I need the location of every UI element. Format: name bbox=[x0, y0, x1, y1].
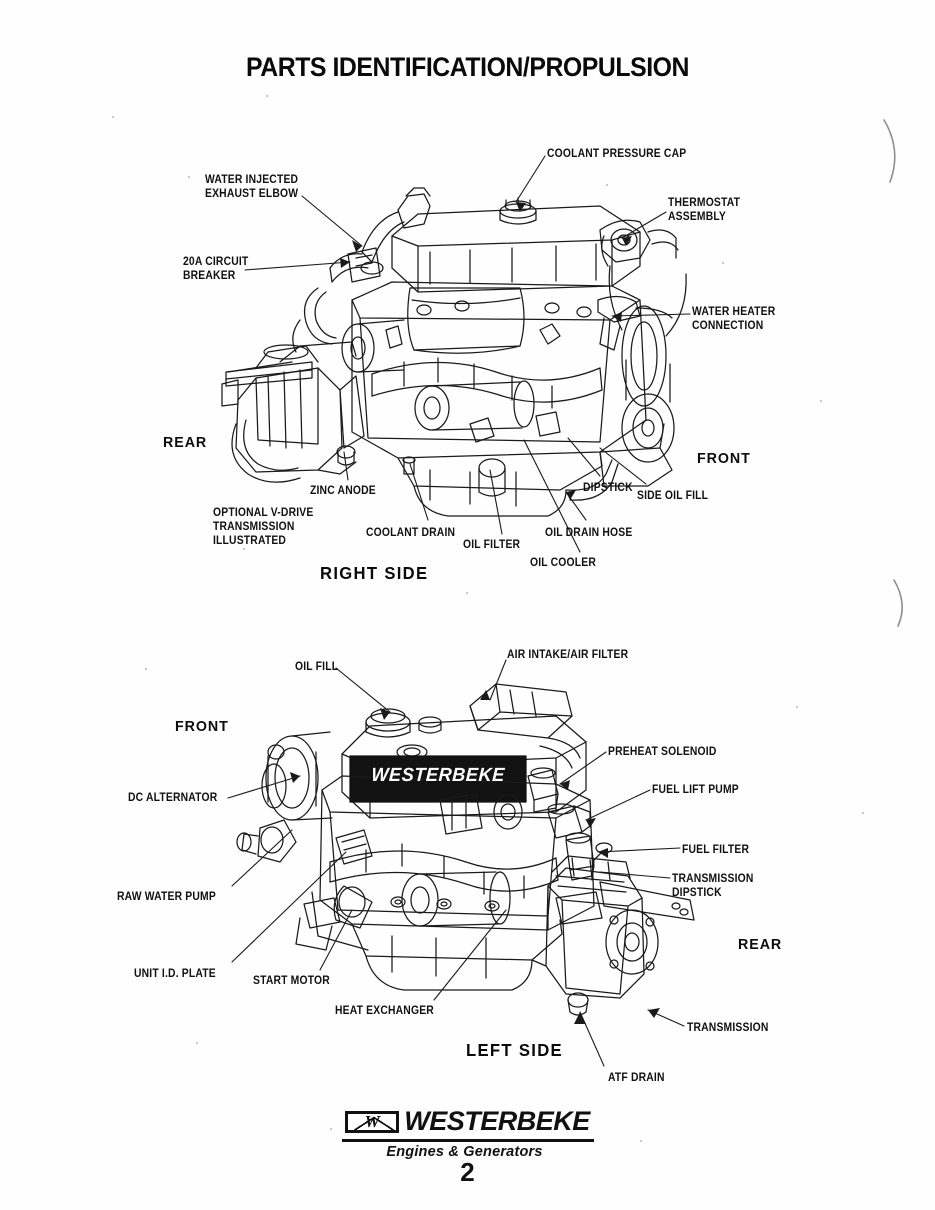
callout-side-oil-fill: SIDE OIL FILL bbox=[637, 490, 709, 502]
page-title: PARTS IDENTIFICATION/PROPULSION bbox=[245, 52, 689, 82]
scan-speck bbox=[266, 95, 268, 97]
callout-start-motor: START MOTOR bbox=[253, 975, 330, 987]
scan-speck bbox=[820, 400, 822, 402]
callout-transmission-dipstick: TRANSMISSION DIPSTICK bbox=[672, 873, 754, 899]
orientation-rear-upper: REAR bbox=[163, 434, 208, 451]
orientation-front-lower: FRONT bbox=[175, 718, 229, 735]
scan-speck bbox=[145, 668, 147, 670]
callout-fuel-filter: FUEL FILTER bbox=[682, 844, 750, 856]
figure-caption-left-side: LEFT SIDE bbox=[466, 1040, 563, 1060]
westerbeke-w-icon: W bbox=[345, 1110, 400, 1133]
orientation-front-upper: FRONT bbox=[697, 450, 751, 467]
callout-coolant-drain: COOLANT DRAIN bbox=[366, 527, 456, 539]
brand-tagline: Engines & Generators bbox=[386, 1143, 543, 1160]
callout-preheat-solenoid: PREHEAT SOLENOID bbox=[608, 746, 717, 758]
callout-thermostat-assembly: THERMOSTAT ASSEMBLY bbox=[668, 197, 741, 223]
callout-atf-drain: ATF DRAIN bbox=[608, 1072, 665, 1084]
callout-20a-circuit-breaker: 20A CIRCUIT BREAKER bbox=[183, 256, 249, 282]
callout-oil-drain-hose: OIL DRAIN HOSE bbox=[545, 527, 633, 539]
scan-speck bbox=[606, 184, 608, 186]
callout-water-heater-connection: WATER HEATER CONNECTION bbox=[692, 306, 776, 332]
callout-fuel-lift-pump: FUEL LIFT PUMP bbox=[652, 784, 739, 796]
scan-speck bbox=[112, 116, 114, 118]
callout-water-injected-exhaust-elbow: WATER INJECTED EXHAUST ELBOW bbox=[205, 174, 299, 200]
page-number: 2 bbox=[460, 1157, 475, 1187]
callout-oil-cooler: OIL COOLER bbox=[530, 557, 597, 569]
callout-air-intake-air-filter: AIR INTAKE/AIR FILTER bbox=[507, 649, 629, 661]
callout-zinc-anode: ZINC ANODE bbox=[310, 485, 376, 497]
scan-speck bbox=[722, 262, 724, 264]
brand-name: WESTERBEKE bbox=[404, 1106, 590, 1136]
callout-dc-alternator: DC ALTERNATOR bbox=[128, 792, 218, 804]
callout-optional-v-drive-transmission: OPTIONAL V-DRIVE TRANSMISSION ILLUSTRATE… bbox=[213, 507, 314, 547]
callout-dipstick: DIPSTICK bbox=[583, 482, 633, 494]
orientation-rear-lower: REAR bbox=[738, 936, 783, 953]
callout-oil-filter: OIL FILTER bbox=[463, 539, 521, 551]
scan-speck bbox=[862, 812, 864, 814]
callout-heat-exchanger: HEAT EXCHANGER bbox=[335, 1005, 434, 1017]
scan-speck bbox=[243, 548, 245, 550]
engine-nameplate-text: WESTERBEKE bbox=[370, 765, 506, 786]
scan-speck bbox=[188, 176, 190, 178]
footer-logo: W WESTERBEKE Engines & Generators bbox=[0, 1108, 935, 1160]
scan-speck bbox=[330, 1128, 332, 1130]
scan-speck bbox=[796, 706, 798, 708]
scan-speck bbox=[466, 592, 468, 594]
scan-speck bbox=[196, 1042, 198, 1044]
logo-divider bbox=[341, 1138, 594, 1142]
callout-unit-id-plate: UNIT I.D. PLATE bbox=[134, 968, 216, 980]
logo-row: W WESTERBEKE bbox=[345, 1108, 590, 1135]
callout-transmission: TRANSMISSION bbox=[687, 1022, 769, 1034]
callout-oil-fill: OIL FILL bbox=[295, 661, 339, 673]
scan-speck bbox=[640, 1140, 642, 1142]
figure-caption-right-side: RIGHT SIDE bbox=[320, 563, 429, 583]
callout-coolant-pressure-cap: COOLANT PRESSURE CAP bbox=[547, 148, 687, 160]
callout-raw-water-pump: RAW WATER PUMP bbox=[117, 891, 216, 903]
